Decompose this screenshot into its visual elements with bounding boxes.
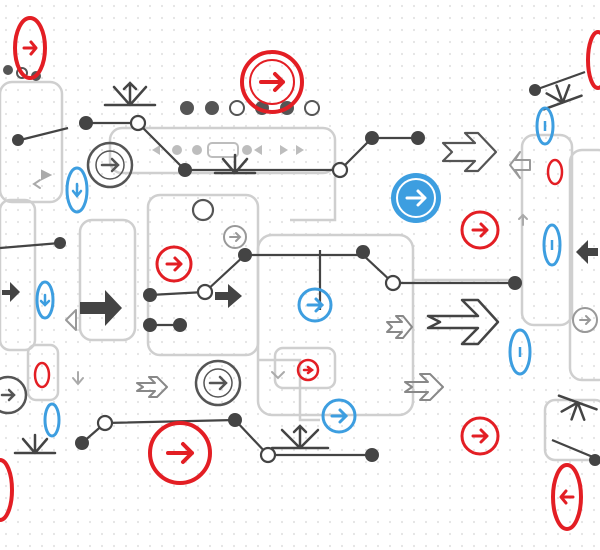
bold-arrow-right-icon	[80, 290, 122, 326]
line-left-edge	[0, 241, 61, 250]
blue-circle-arrow-icon	[321, 398, 357, 434]
bold-arrows	[2, 240, 598, 326]
gray-circle-arrows	[0, 141, 598, 415]
node	[143, 318, 157, 332]
outline-arrow-right-icon	[441, 131, 498, 173]
line-top-left	[86, 121, 418, 172]
hollow-node	[331, 161, 349, 179]
gray-circle-arrow-icon	[86, 141, 134, 189]
outline-arrows	[65, 131, 531, 401]
red-circle-arrow-icon	[33, 361, 51, 389]
fan-arrow-up-icon	[13, 433, 57, 455]
frame-small-inner	[273, 346, 337, 390]
outline-arrow-right-icon	[386, 315, 413, 339]
frame-left-bottom	[26, 343, 60, 402]
red-circle-arrow-icon	[148, 421, 212, 485]
hollow-node	[191, 198, 215, 222]
fan-arrow-up-icon	[542, 84, 583, 111]
frame-left-lower	[0, 198, 37, 352]
blue-circle-arrow-icon	[542, 223, 562, 267]
red-circle-arrow-icon	[240, 50, 304, 114]
hollow-node	[384, 274, 402, 292]
fan-arrow-up-icon	[557, 394, 598, 421]
red-circle-arrow-icon	[13, 16, 47, 80]
hollow-node	[259, 446, 277, 464]
node	[79, 116, 93, 130]
line-bullet	[149, 290, 206, 297]
outline-arrow-left-icon	[509, 151, 531, 179]
blue-circle-arrow-icon	[508, 328, 532, 376]
node	[508, 276, 522, 290]
blue-circle-arrow-icon	[65, 166, 89, 214]
small-gray-arrows	[32, 169, 528, 386]
outline-arrow-right-icon	[426, 298, 500, 346]
node	[228, 413, 242, 427]
dark-nodes	[12, 84, 600, 466]
node	[356, 245, 370, 259]
node	[238, 248, 252, 262]
node	[54, 237, 66, 249]
node	[589, 454, 600, 466]
node	[178, 163, 192, 177]
line-right-top	[534, 70, 586, 92]
red-circle-arrow-icon	[546, 158, 564, 186]
red-circle-arrows	[0, 16, 600, 531]
line-left-short	[19, 126, 69, 142]
outline-arrow-right-icon	[404, 373, 444, 401]
node	[143, 288, 157, 302]
outline-arrow-right-icon	[136, 376, 168, 398]
blue-circle-arrow-icon	[391, 173, 441, 223]
red-circle-arrow-icon	[0, 458, 14, 522]
red-circle-arrow-icon	[296, 358, 320, 382]
node	[75, 436, 89, 450]
node	[529, 84, 541, 96]
hollow-nodes	[96, 114, 402, 464]
red-circle-arrow-icon	[586, 30, 600, 90]
blue-circle-arrow-icon	[297, 287, 333, 323]
bold-arrow-right-icon	[215, 284, 242, 308]
red-circle-arrow-icon	[551, 463, 583, 531]
gray-circle-arrow-icon	[0, 375, 28, 415]
frame-right-edge	[568, 148, 600, 382]
gray-circle-arrow-icon	[223, 225, 247, 249]
light-frames	[0, 80, 600, 462]
frame-right-bottom	[543, 398, 600, 462]
node	[365, 131, 379, 145]
gray-circle-arrow-icon	[572, 307, 598, 333]
frame-right-panel	[520, 133, 574, 327]
outline-arrow-right-icon	[65, 309, 77, 331]
hollow-node	[96, 414, 114, 432]
node	[411, 131, 425, 145]
fan-arrow-up-icon	[213, 153, 257, 175]
node	[365, 448, 379, 462]
gray-circle-arrow-icon	[194, 359, 242, 407]
node	[12, 134, 24, 146]
fan-arrows	[13, 81, 598, 455]
connector-center	[290, 160, 337, 222]
bold-arrow-right-icon	[2, 282, 20, 302]
mini-control-row	[152, 142, 304, 158]
frame-center-left	[78, 218, 137, 342]
hollow-node	[196, 283, 214, 301]
red-circle-arrow-icon	[155, 245, 193, 283]
bold-arrow-left-icon	[576, 240, 598, 264]
red-circle-arrow-icon	[460, 416, 500, 456]
blue-circle-arrow-icon	[35, 280, 55, 320]
node	[173, 318, 187, 332]
red-circle-arrow-icon	[460, 210, 500, 250]
hollow-node	[129, 114, 147, 132]
connector-lower	[258, 358, 320, 422]
blue-circle-arrow-icon	[535, 106, 555, 146]
blue-circle-arrow-icon	[43, 402, 61, 438]
blue-circle-arrows	[35, 106, 562, 438]
fan-arrow-up-icon	[270, 424, 330, 450]
fan-arrow-up-icon	[103, 81, 157, 107]
